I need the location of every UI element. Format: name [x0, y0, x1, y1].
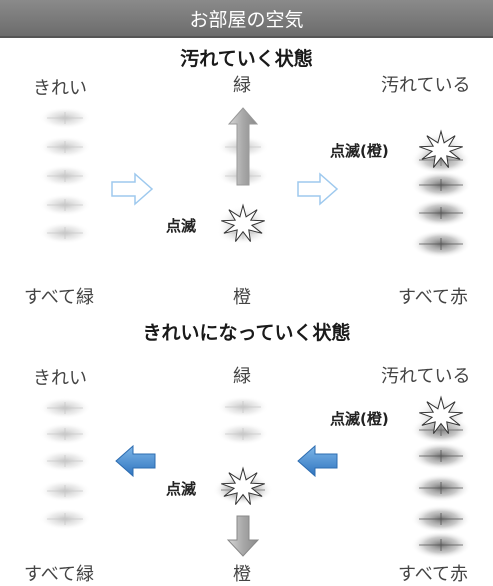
led-bottom-left-3 [39, 450, 91, 472]
bottom-mid-blink-label: 点滅 [166, 480, 197, 498]
bottom-right-label-all-red: すべて赤 [398, 564, 469, 585]
led-bottom-left-4 [39, 480, 91, 502]
led-top-right-1 [411, 171, 471, 199]
led-bottom-right-1 [411, 442, 471, 470]
top-left-label-clean: きれい [33, 78, 87, 99]
top-right-label-dirty: 汚れている [381, 75, 471, 96]
led-bottom-left-5 [39, 508, 91, 530]
led-bottom-right-2 [411, 474, 471, 502]
bottom-mid-label-green: 緑 [233, 366, 251, 387]
top-right-blink-label: 点滅(橙) [330, 142, 389, 160]
led-top-left-3 [39, 165, 91, 187]
bottom-right-label-dirty: 汚れている [381, 366, 471, 387]
star-burst-top-right [415, 129, 467, 168]
gray-down-arrow-bottom [226, 515, 260, 557]
filled-left-arrow-1 [115, 444, 156, 478]
section-title-cleaning: きれいになっていく状態 [142, 322, 351, 344]
led-top-left-1 [39, 107, 91, 129]
star-burst-bottom-right [415, 395, 467, 434]
led-bottom-left-1 [39, 397, 91, 419]
led-bottom-mid-1 [217, 396, 269, 418]
outline-right-arrow-2 [297, 172, 339, 206]
section-title-dirtying: 汚れていく状態 [180, 48, 313, 70]
top-left-label-all-green: すべて緑 [24, 287, 95, 308]
top-mid-label-orange: 橙 [233, 287, 251, 308]
led-top-left-2 [39, 136, 91, 158]
led-top-right-3 [411, 230, 471, 258]
top-mid-blink-label: 点滅 [166, 217, 197, 235]
top-mid-label-green: 緑 [233, 75, 251, 96]
star-burst-top-mid [217, 203, 269, 242]
bottom-left-label-all-green: すべて緑 [24, 564, 95, 585]
led-bottom-left-2 [39, 423, 91, 445]
led-bottom-right-3 [411, 505, 471, 533]
bottom-left-label-clean: きれい [33, 368, 87, 389]
led-top-left-5 [39, 222, 91, 244]
led-bottom-right-4 [411, 531, 471, 559]
bottom-right-blink-label: 点滅(橙) [330, 410, 389, 428]
bottom-mid-label-orange: 橙 [233, 564, 251, 585]
header-bar: お部屋の空気 [0, 0, 493, 38]
outline-right-arrow-1 [111, 172, 154, 206]
header-title: お部屋の空気 [189, 9, 304, 31]
led-top-right-2 [411, 199, 471, 227]
led-top-left-4 [39, 194, 91, 216]
top-right-label-all-red: すべて赤 [398, 287, 469, 308]
gray-up-arrow-top [227, 107, 259, 186]
led-bottom-mid-2 [217, 423, 269, 445]
star-burst-bottom-mid [217, 466, 269, 505]
filled-left-arrow-2 [297, 444, 338, 478]
